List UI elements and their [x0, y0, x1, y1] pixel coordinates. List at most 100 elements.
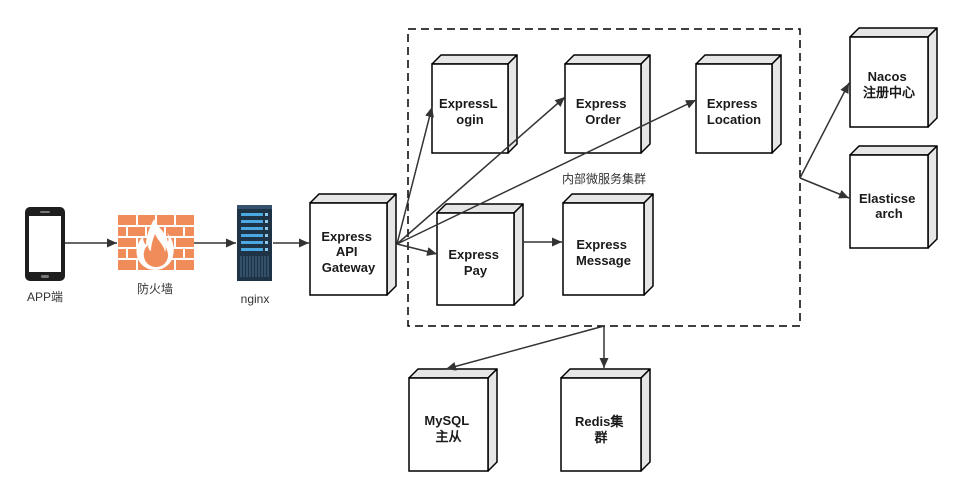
location-label: Express Location — [707, 96, 761, 127]
firewall-icon — [118, 215, 194, 270]
box-top-face — [562, 193, 654, 204]
box-right-face — [640, 368, 651, 472]
mysql-label: MySQL 主从 — [424, 413, 472, 444]
redis-node: Redis集 群 — [560, 368, 651, 472]
box-front-face — [695, 63, 773, 154]
app-node: APP端 — [25, 207, 65, 304]
server-slot — [241, 227, 263, 230]
pay-label-line: Express — [448, 247, 499, 262]
server-slot — [241, 248, 263, 251]
server-slot — [241, 220, 263, 223]
server-icon — [237, 205, 272, 281]
arrow-cluster-to-elasticsearch — [799, 177, 850, 199]
message-label: Express Message — [576, 237, 631, 268]
box-front-face — [431, 63, 509, 154]
box-right-face — [386, 193, 397, 296]
firewall-node: 防火墙 — [118, 215, 194, 296]
box-top-face — [564, 54, 651, 65]
gateway-node: Express API Gateway — [309, 193, 397, 296]
phone-icon — [25, 207, 65, 281]
login-label-line: ExpressL — [439, 96, 498, 111]
arrow-gateway-to-login — [396, 106, 434, 245]
phone-screen — [29, 216, 61, 272]
location-node: Express Location — [695, 54, 782, 154]
gateway-label-line: Gateway — [322, 260, 376, 275]
arrow-gateway-to-location — [396, 99, 697, 245]
pay-label-line: Pay — [464, 263, 488, 278]
login-label: ExpressL ogin — [439, 96, 501, 127]
cluster-label: 内部微服务集群 — [562, 171, 646, 186]
pay-node: Express Pay — [436, 203, 524, 306]
elasticsearch-label-line: Elasticse — [859, 191, 915, 206]
box-right-face — [927, 27, 938, 128]
order-label: Express Order — [576, 96, 630, 127]
firewall-label: 防火墙 — [137, 281, 173, 296]
elasticsearch-node: Elasticse arch — [849, 145, 938, 249]
box-top-face — [695, 54, 782, 65]
box-top-face — [849, 27, 938, 38]
server-slot — [241, 241, 263, 244]
box-right-face — [507, 54, 518, 154]
gateway-label: Express API Gateway — [321, 229, 376, 275]
arrow-gateway-to-pay — [396, 243, 438, 256]
message-node: Express Message — [562, 193, 654, 296]
nginx-label: nginx — [241, 292, 270, 306]
box-front-face — [562, 202, 645, 296]
server-vents — [240, 256, 269, 277]
server-slot — [241, 234, 263, 237]
box-top-face — [560, 368, 651, 379]
server-top-cap — [237, 205, 272, 209]
box-front-face — [849, 154, 929, 249]
location-label-line: Express — [707, 96, 758, 111]
box-front-face — [309, 202, 388, 296]
connectors — [65, 82, 850, 371]
box-right-face — [927, 145, 938, 249]
box-front-face — [564, 63, 642, 154]
box-top-face — [431, 54, 518, 65]
order-node: Express Order — [564, 54, 651, 154]
mysql-label-line: MySQL — [424, 413, 469, 428]
arrow-gateway-to-order — [396, 96, 566, 245]
arrow-cluster-to-mysql — [445, 325, 605, 371]
gateway-label-line: API — [336, 244, 358, 259]
box-front-face — [408, 377, 489, 472]
nacos-label-line: 注册中心 — [863, 85, 915, 100]
box-front-face — [436, 212, 515, 306]
message-label-line: Express — [576, 237, 627, 252]
elasticsearch-label: Elasticse arch — [859, 191, 919, 221]
box-top-face — [309, 193, 397, 204]
location-label-line: Location — [707, 112, 761, 127]
arrow-cluster-to-nacos — [799, 82, 850, 179]
message-label-line: Message — [576, 253, 631, 268]
box-right-face — [643, 193, 654, 296]
box-front-face — [560, 377, 642, 472]
box-front-face — [849, 36, 929, 128]
app-label: APP端 — [27, 290, 63, 304]
server-slot — [241, 213, 263, 216]
nacos-label: Nacos 注册中心 — [863, 69, 915, 100]
nginx-node: nginx — [237, 205, 272, 306]
box-right-face — [771, 54, 782, 154]
box-right-face — [487, 368, 498, 472]
order-label-line: Express — [576, 96, 627, 111]
elasticsearch-label-line: arch — [875, 206, 903, 221]
box-right-face — [513, 203, 524, 306]
order-label-line: Order — [585, 112, 620, 127]
nacos-label-line: Nacos — [868, 69, 907, 84]
phone-speaker — [40, 211, 50, 213]
phone-home-button — [41, 275, 49, 278]
pay-label: Express Pay — [448, 247, 502, 278]
mysql-label-line: 主从 — [435, 429, 461, 444]
flame-inner — [143, 234, 169, 267]
box-top-face — [408, 368, 498, 379]
redis-label-line: 群 — [594, 430, 607, 445]
box-top-face — [849, 145, 938, 156]
redis-label: Redis集 群 — [575, 414, 627, 445]
box-top-face — [436, 203, 524, 214]
gateway-label-line: Express — [321, 229, 372, 244]
login-node: ExpressL ogin — [431, 54, 518, 154]
nacos-node: Nacos 注册中心 — [849, 27, 938, 128]
server-leds — [265, 213, 268, 251]
redis-label-line: Redis集 — [575, 414, 624, 429]
